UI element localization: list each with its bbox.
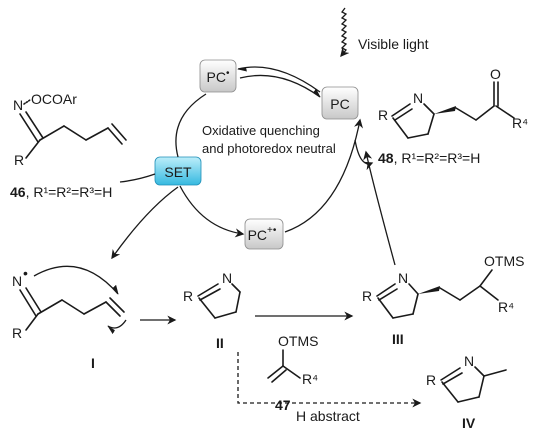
- arrow-pc-to-pcradical: [237, 66, 321, 93]
- compound-47: OTMS R⁴ 47: [267, 333, 318, 413]
- svg-text:R⁴: R⁴: [302, 371, 318, 387]
- svg-text:III: III: [392, 331, 404, 347]
- svg-text:PC+•: PC+•: [248, 225, 277, 243]
- arrow-set-to-I: [111, 186, 179, 260]
- svg-text:N: N: [464, 353, 474, 369]
- arrow-III-to-48: [363, 150, 396, 266]
- svg-text:OCOAr: OCOAr: [31, 91, 77, 107]
- svg-text:R: R: [183, 288, 193, 304]
- arrow-46-to-set: [119, 173, 156, 183]
- arrow-set-to-pccation: [179, 185, 245, 238]
- svg-text:47: 47: [275, 397, 291, 413]
- visible-light-label: Visible light: [358, 36, 429, 52]
- intermediate-II: R N II: [183, 270, 241, 351]
- arrow-pcradical-to-set: [175, 93, 207, 158]
- cycle-note-line1: Oxidative quenching: [202, 123, 320, 138]
- svg-text:OTMS: OTMS: [278, 333, 318, 349]
- svg-text:II: II: [216, 335, 224, 351]
- svg-text:IV: IV: [462, 415, 476, 431]
- svg-text:SET: SET: [164, 164, 192, 180]
- svg-text:PC•: PC•: [207, 68, 230, 85]
- svg-text:R: R: [362, 288, 372, 304]
- compound-48: R N O R⁴ 48, R¹=R²=R³=H: [378, 66, 528, 166]
- cycle-note-line2: and photoredox neutral: [202, 141, 336, 156]
- svg-text:OTMS: OTMS: [484, 253, 524, 269]
- svg-text:R: R: [14, 152, 24, 168]
- arrow-pcradical-to-pc: [239, 74, 321, 98]
- compound-46: N OCOAr R 46, R¹=R²=R³=H: [10, 91, 127, 200]
- arrow-pc-to-48: [354, 139, 374, 171]
- svg-text:I: I: [91, 355, 95, 371]
- intermediate-III: R N OTMS R⁴ III: [362, 253, 524, 347]
- svg-text:N: N: [12, 273, 22, 289]
- svg-text:N: N: [398, 270, 408, 286]
- pc-radical-cation-box: PC+•: [244, 218, 284, 250]
- pc-box: PC: [321, 86, 359, 120]
- svg-text:•: •: [23, 265, 28, 281]
- svg-text:N: N: [13, 97, 23, 113]
- svg-text:46, R¹=R²=R³=H: 46, R¹=R²=R³=H: [10, 184, 112, 200]
- svg-text:PC: PC: [330, 96, 349, 112]
- svg-text:O: O: [490, 66, 501, 82]
- dashed-arrow-II-to-IV: [237, 352, 422, 408]
- svg-text:R⁴: R⁴: [498, 299, 514, 315]
- svg-text:48, R¹=R²=R³=H: 48, R¹=R²=R³=H: [378, 150, 480, 166]
- svg-text:R: R: [426, 372, 436, 388]
- light-squiggle: [340, 7, 350, 58]
- product-IV: R N IV: [426, 353, 507, 431]
- svg-text:R: R: [378, 107, 388, 123]
- set-box: SET: [154, 156, 202, 186]
- intermediate-I: N • R I: [12, 265, 127, 371]
- svg-text:R⁴: R⁴: [512, 115, 528, 131]
- svg-text:R: R: [12, 325, 22, 341]
- svg-text:N: N: [413, 90, 423, 106]
- svg-text:N: N: [222, 270, 232, 286]
- h-abstract-label: H abstract: [296, 408, 360, 424]
- pc-radical-box: PC•: [199, 59, 237, 93]
